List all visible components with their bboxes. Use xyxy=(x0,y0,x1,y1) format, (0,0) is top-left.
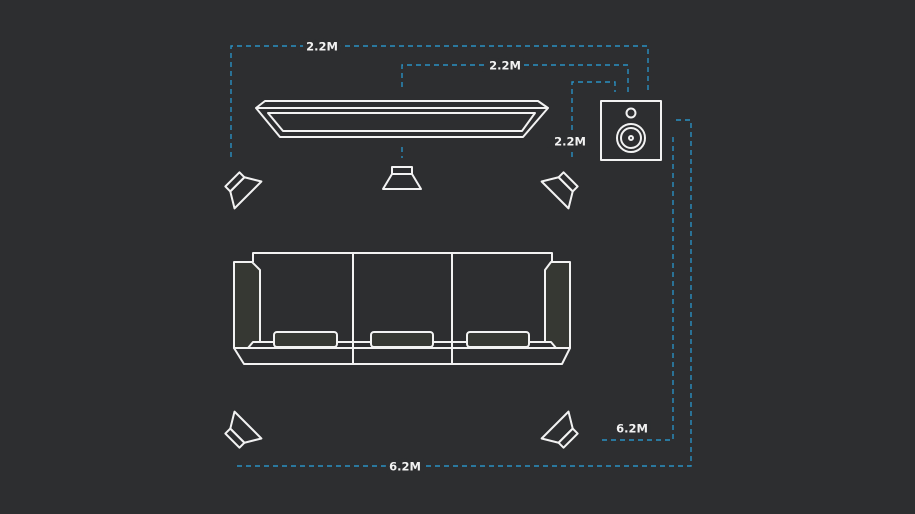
label-center-distance: 2.2M xyxy=(489,59,521,73)
label-front-left-distance: 2.2M xyxy=(306,40,338,54)
tv-icon xyxy=(255,100,549,138)
front-left-speaker-icon xyxy=(217,164,263,210)
rear-right-speaker-icon xyxy=(540,410,586,456)
subwoofer-icon xyxy=(600,100,662,161)
rear-left-speaker-icon xyxy=(217,410,263,456)
center-speaker-icon xyxy=(382,166,422,190)
dimension-line-rear-left xyxy=(237,119,692,467)
label-rear-right-distance: 6.2M xyxy=(616,422,648,436)
label-front-right-distance: 2.2M xyxy=(554,135,586,149)
dimension-line-front-left xyxy=(230,45,649,157)
dimension-line-center xyxy=(401,64,629,92)
dimension-line-rear-right xyxy=(600,137,674,441)
sofa-icon xyxy=(233,252,571,365)
front-right-speaker-icon xyxy=(540,164,586,210)
dimension-line-front-right xyxy=(571,81,616,157)
label-rear-left-distance: 6.2M xyxy=(389,460,421,474)
